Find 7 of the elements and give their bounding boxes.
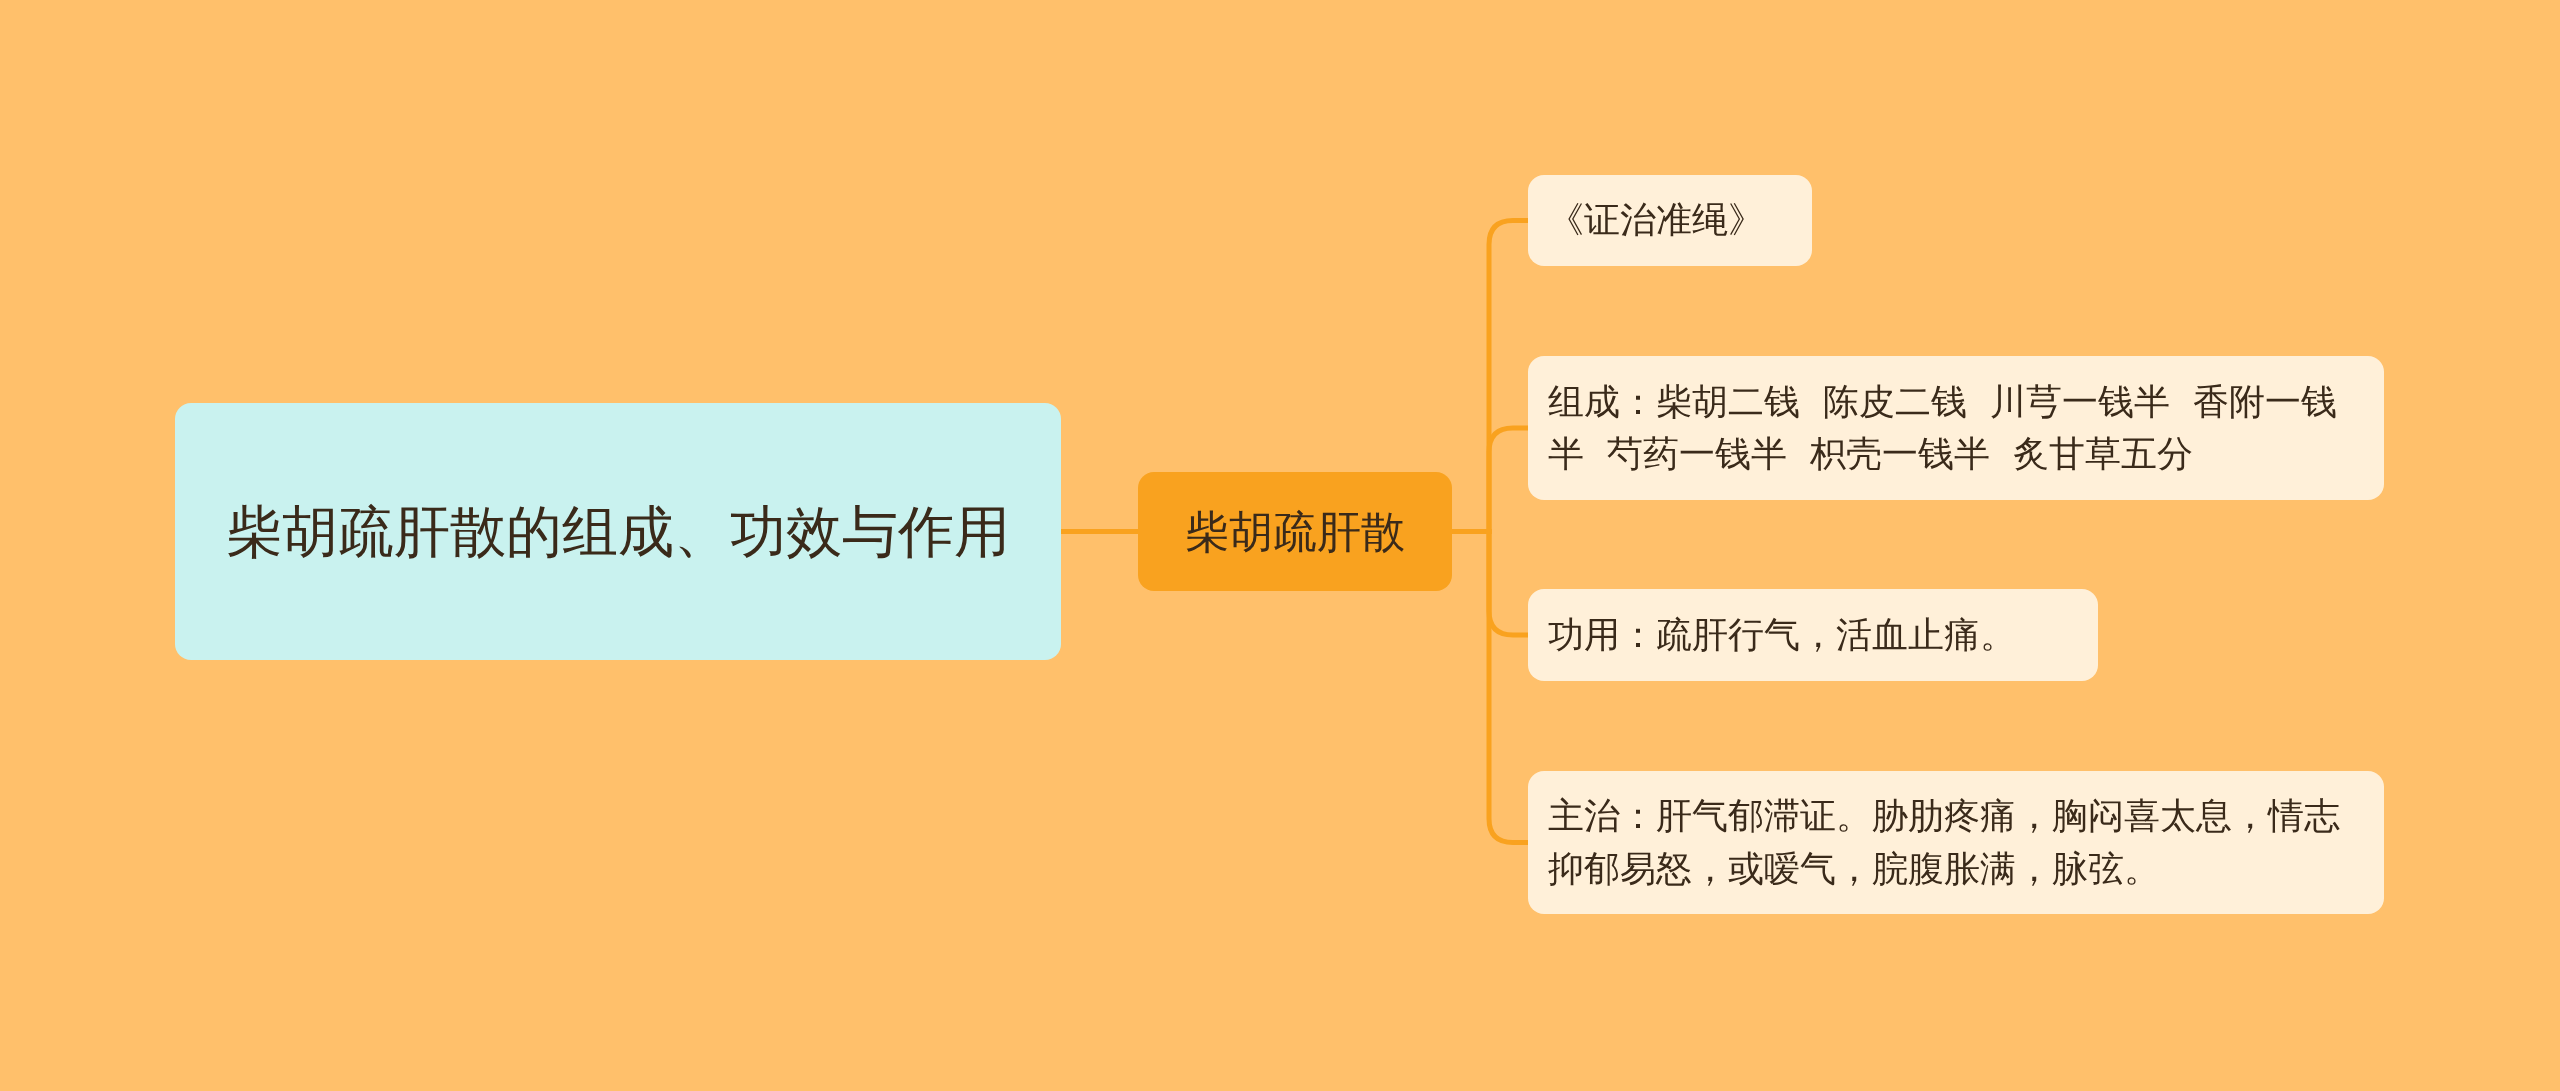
leaf-box: 功用：疏肝行气，活血止痛。 — [1528, 589, 2098, 681]
topic-box: 柴胡疏肝散的组成、功效与作用 — [175, 403, 1061, 660]
leaf-box: 组成：柴胡二钱 陈皮二钱 川芎一钱半 香附一钱半 芍药一钱半 枳壳一钱半 炙甘草五分 — [1528, 356, 2384, 500]
leaf-box: 《证治准绳》 — [1528, 175, 1812, 266]
subtopic-box: 柴胡疏肝散 — [1138, 472, 1452, 591]
connector-line — [1061, 529, 1138, 534]
leaf-box: 主治：肝气郁滞证。胁肋疼痛，胸闷喜太息，情志抑郁易怒，或嗳气，脘腹胀满，脉弦。 — [1528, 771, 2384, 914]
